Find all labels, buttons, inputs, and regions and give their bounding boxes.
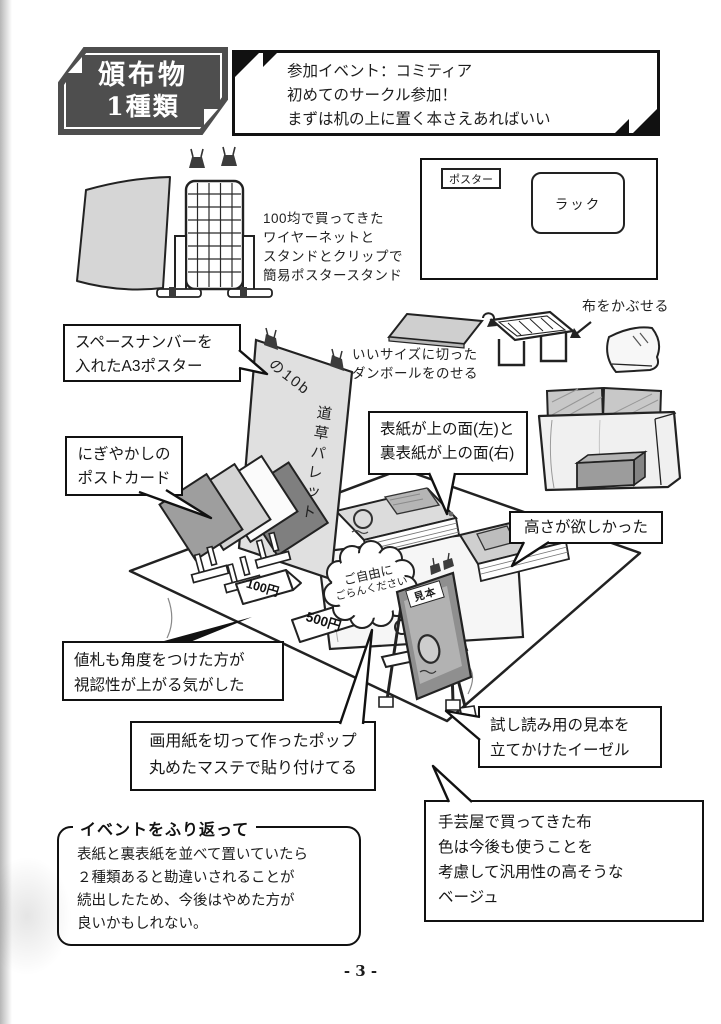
event-note-2: まずは机の上に置く本さえあればいい [287, 111, 551, 128]
binder-clip-icon [189, 146, 237, 168]
diagram-poster-label: ポスター [441, 168, 501, 189]
section-badge: 頒布物 1種類 [58, 47, 228, 135]
callout-pop: 画用紙を切って作ったポップ 丸めたマステで貼り付けてる [130, 721, 376, 791]
event-header-box: 参加イベント：コミティア 初めてのサークル参加！ まずは机の上に置く本さえあれば… [232, 50, 660, 136]
callout-easel: 試し読み用の見本を 立てかけたイーゼル [478, 706, 662, 768]
cardboard-caption: いいサイズに切った ダンボールをのせる [352, 347, 478, 381]
callout-covers: 表紙が上の面(左)と 裏表紙が上の面(右) [368, 411, 528, 475]
badge-decor-triangles [68, 57, 218, 125]
callout-cloth: 手芸屋で買ってきた布 色は今後も使うことを 考慮して汎用性の高そうな ベージュ [424, 800, 704, 922]
page-number: - 3 - [343, 962, 378, 980]
scan-shadow-left [0, 0, 12, 1024]
wire-net-caption: 100均で買ってきた ワイヤーネットと スタンドとクリップで 簡易ポスタースタン… [263, 211, 403, 283]
event-name: 参加イベント：コミティア [287, 63, 473, 80]
badge-title-line2: 1種類 [106, 92, 180, 121]
callout-postcards: にぎやかしの ポストカード [65, 436, 183, 496]
callout-height: 高さが欲しかった [509, 511, 663, 544]
binder-clip-icon [264, 327, 344, 371]
event-review-title: イベントをふり返って [73, 816, 257, 840]
event-review-box: イベントをふり返って 表紙と裏表紙を並べて置いていたら ２種類あると勘違いされる… [57, 816, 361, 946]
badge-title-line1: 頒布物 [98, 60, 188, 91]
easel-illustration [378, 552, 477, 719]
cloth-stand-illustration [537, 386, 682, 492]
event-review-body: 表紙と裏表紙を並べて置いていたら ２種類あると勘違いされることが 続出したため、… [77, 847, 308, 932]
cardboard-rack-illustration [387, 310, 661, 374]
callout-space-number: スペースナンバーを 入れたA3ポスター [63, 324, 241, 382]
postcards-illustration [158, 454, 330, 594]
wire-net-stand-illustration [76, 146, 273, 298]
diagram-rack-label: ラック [531, 172, 625, 234]
scan-smudge [0, 856, 72, 976]
badge-border [64, 53, 222, 129]
header-decor-triangles [235, 53, 657, 133]
event-note-1: 初めてのサークル参加！ [287, 87, 458, 104]
callout-price-tags: 値札も角度をつけた方が 視認性が上がる気がした [62, 641, 284, 701]
event-header-text: 参加イベント：コミティア 初めてのサークル参加！ まずは机の上に置く本さえあれば… [287, 60, 551, 132]
cloth-cover-caption: 布をかぶせる [582, 298, 669, 314]
